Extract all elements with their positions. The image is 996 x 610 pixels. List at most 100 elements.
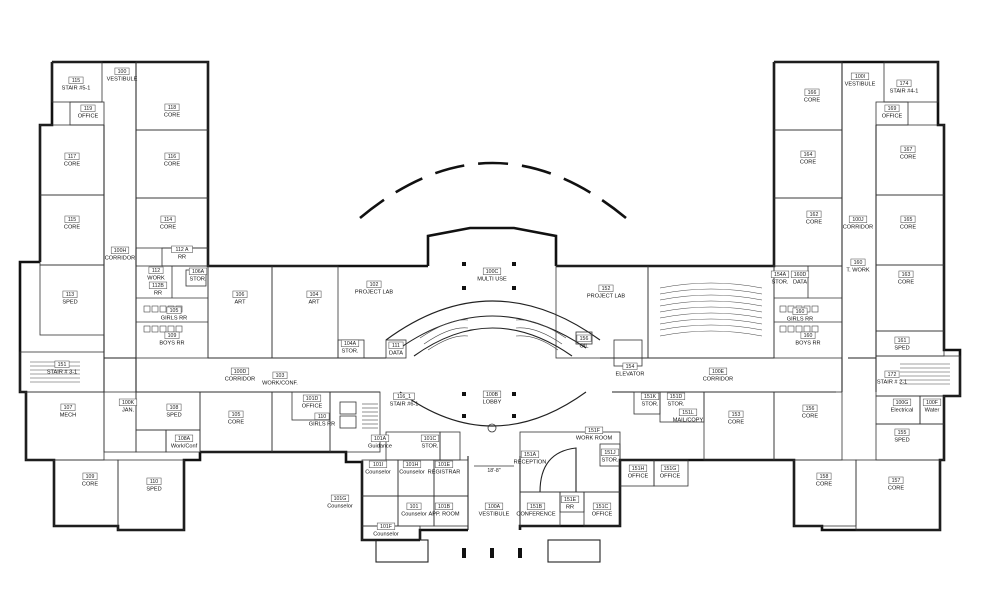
room-number: 112 [152, 268, 160, 274]
room-number: 152 [602, 286, 611, 292]
room-number-box [174, 434, 194, 442]
room-name: GIRLS RR [309, 421, 335, 427]
room-number-box [560, 495, 580, 503]
room-name: Water [925, 407, 940, 413]
room-number: 151L [682, 410, 694, 416]
room-number: 101I [373, 462, 383, 468]
room-number: 151H [632, 466, 645, 472]
room-number: 151 [58, 362, 67, 368]
room-number: 100G [896, 400, 909, 406]
room-number: 100E [712, 369, 725, 375]
room-number: 100F [926, 400, 938, 406]
stair-2-1-treads [900, 363, 950, 385]
room-number: 151G [664, 466, 677, 472]
room-name: STOR. [422, 443, 439, 449]
room-number-box [900, 145, 916, 153]
room-number-box [406, 502, 422, 510]
room-name: CORE [816, 481, 832, 487]
room-name: CORE [806, 219, 822, 225]
room-number-box [520, 450, 540, 458]
room-name: RR [154, 290, 162, 296]
room-name: APP. ROOM [429, 511, 460, 517]
room-number-box [850, 258, 866, 266]
room-number-box [188, 267, 208, 275]
room-number: 112B [152, 283, 164, 289]
room-number-box [792, 307, 808, 315]
room-name: Guidance [368, 443, 392, 449]
room-name: CORE [888, 485, 904, 491]
room-name: STOR. [190, 276, 207, 282]
room-number: 166 [808, 90, 817, 96]
room-number-box [894, 428, 910, 436]
room-number-box [884, 370, 900, 378]
room-number: 164 [804, 152, 813, 158]
room-number: 100K [122, 400, 135, 406]
room-number-box [526, 502, 546, 510]
room-number: 100C [486, 269, 499, 275]
room-number: 115 [68, 217, 76, 223]
room-number: 100H [114, 248, 127, 254]
room-number-box [62, 290, 78, 298]
room-name: ELEVATOR [616, 371, 645, 377]
room-name: Electrical [891, 407, 914, 413]
room-number-box [164, 103, 180, 111]
room-number: 151J [604, 450, 616, 456]
room-number: 160 [804, 333, 813, 339]
room-name: GIRLS RR [161, 315, 187, 321]
room-number: 101F [380, 524, 392, 530]
room-number-box [482, 390, 502, 398]
room-name: CORE [64, 224, 80, 230]
room-name: OFFICE [660, 473, 681, 479]
room-number-box [640, 392, 660, 400]
room-name: CORE [804, 97, 820, 103]
room-number: 108 [170, 405, 179, 411]
room-number: 119 [84, 106, 92, 112]
room-name: VESTIBULE [107, 76, 138, 82]
room-number-box [64, 215, 80, 223]
room-number-box [54, 360, 70, 368]
room-number-box [816, 472, 832, 480]
room-number: 110 [150, 479, 158, 485]
room-number: 167 [904, 147, 913, 153]
room-name: STAIR #5-1 [62, 85, 91, 91]
room-name: VESTIBULE [479, 511, 510, 517]
room-number: 109 [86, 474, 95, 480]
room-number-box [598, 284, 614, 292]
room-name: T. WORK [846, 267, 870, 273]
room-number-box [330, 494, 350, 502]
room-name: ART [234, 299, 246, 305]
room-number-box [82, 472, 98, 480]
room-name: CORE [898, 279, 914, 285]
room-number: 151B [530, 504, 543, 510]
room-number-box [892, 398, 912, 406]
room-number: 101 [410, 504, 419, 510]
room-number-box [146, 477, 162, 485]
room-number-box [370, 434, 390, 442]
